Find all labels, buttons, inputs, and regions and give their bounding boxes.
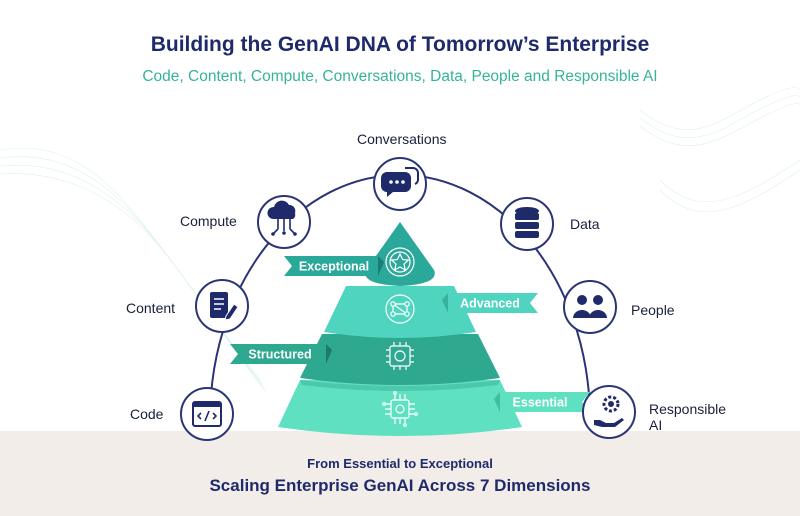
star-badge-icon bbox=[385, 247, 415, 277]
ribbon-label-advanced: Advanced bbox=[460, 297, 520, 311]
circuit-chip-icon bbox=[382, 391, 418, 427]
label-responsible-ai: Responsible AI bbox=[649, 401, 726, 433]
label-people: People bbox=[631, 302, 675, 318]
label-responsible-ai-line2: AI bbox=[649, 417, 663, 433]
ribbon-essential bbox=[494, 392, 590, 412]
cloud-compute-icon bbox=[257, 195, 311, 249]
label-compute: Compute bbox=[180, 213, 237, 229]
label-responsible-ai-line1: Responsible bbox=[649, 401, 727, 417]
pyramid-layer-structured bbox=[300, 334, 500, 385]
database-icon bbox=[500, 197, 554, 251]
footer-band bbox=[0, 431, 800, 516]
conversations-icon bbox=[373, 157, 427, 211]
ribbon-label-structured: Structured bbox=[248, 348, 311, 362]
pyramid-layer-advanced bbox=[324, 286, 476, 338]
ribbon-label-exceptional: Exceptional bbox=[299, 260, 369, 274]
ribbon-structured bbox=[230, 344, 332, 364]
pyramid-layer-essential bbox=[278, 380, 522, 436]
code-window-icon bbox=[180, 387, 234, 441]
ribbon-exceptional bbox=[284, 256, 384, 276]
page-subtitle: Code, Content, Compute, Conversations, D… bbox=[142, 68, 658, 85]
ribbon-label-essential: Essential bbox=[513, 396, 568, 410]
label-code: Code bbox=[130, 406, 164, 422]
neural-network-icon bbox=[385, 294, 415, 324]
footer-tagline: From Essential to Exceptional bbox=[307, 456, 493, 471]
people-icon bbox=[563, 280, 617, 334]
footer-headline: Scaling Enterprise GenAI Across 7 Dimens… bbox=[209, 476, 591, 495]
responsible-ai-icon bbox=[582, 385, 636, 439]
processor-gear-icon bbox=[386, 342, 414, 370]
label-data: Data bbox=[570, 216, 600, 232]
label-conversations: Conversations bbox=[357, 131, 447, 147]
document-edit-icon bbox=[195, 279, 249, 333]
ribbon-advanced bbox=[442, 293, 538, 313]
page-title: Building the GenAI DNA of Tomorrow’s Ent… bbox=[150, 33, 650, 56]
label-content: Content bbox=[126, 300, 176, 316]
